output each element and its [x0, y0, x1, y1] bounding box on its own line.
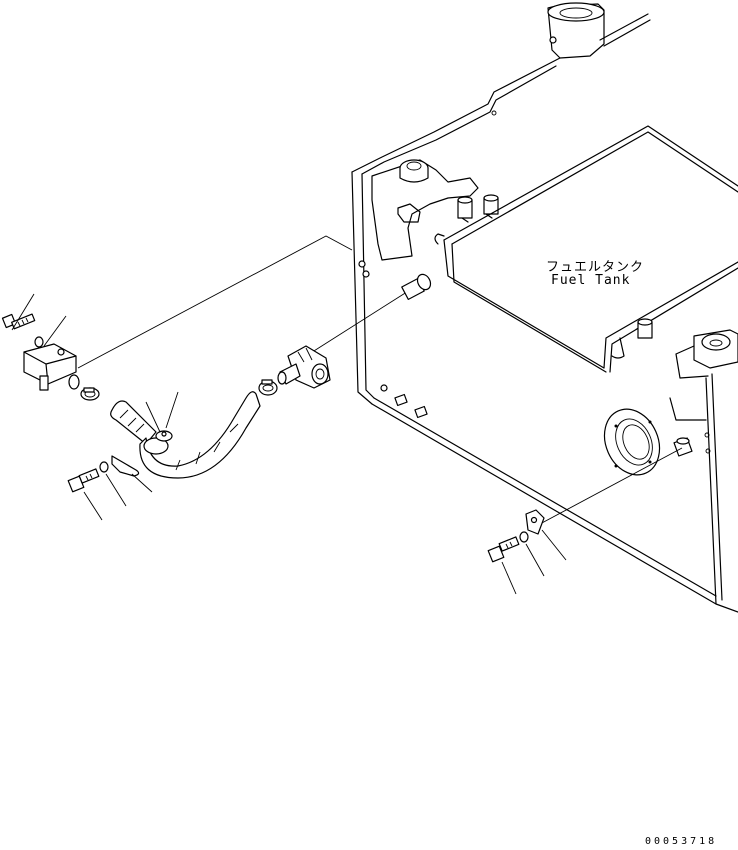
clamp-icon	[80, 387, 100, 401]
elbow-fitting-icon	[277, 345, 331, 389]
washer-icon	[99, 461, 109, 473]
clamp-icon	[525, 509, 545, 535]
bolt-icon	[487, 536, 520, 563]
drain-port-flange	[603, 408, 661, 476]
bolt-icon	[67, 468, 100, 493]
bolt-icon	[1, 313, 36, 330]
clamp-icon	[258, 379, 278, 396]
drain-valve-icon	[23, 343, 80, 391]
drain-valve-assembly	[1, 273, 545, 563]
fuel-tank-label-jp: フュエルタンク	[546, 260, 645, 275]
fuel-tank-label-en: Fuel Tank	[551, 273, 631, 288]
drawing-number: 00053718	[645, 836, 718, 847]
hose-icon	[110, 391, 261, 479]
breather-fittings	[457, 194, 499, 223]
clamp-icon	[111, 430, 173, 477]
fuel-tank-body	[351, 2, 738, 613]
washer-icon	[519, 531, 529, 543]
washer-icon	[34, 336, 44, 348]
leader-lines	[77, 235, 683, 525]
callout-leaders	[11, 293, 567, 595]
